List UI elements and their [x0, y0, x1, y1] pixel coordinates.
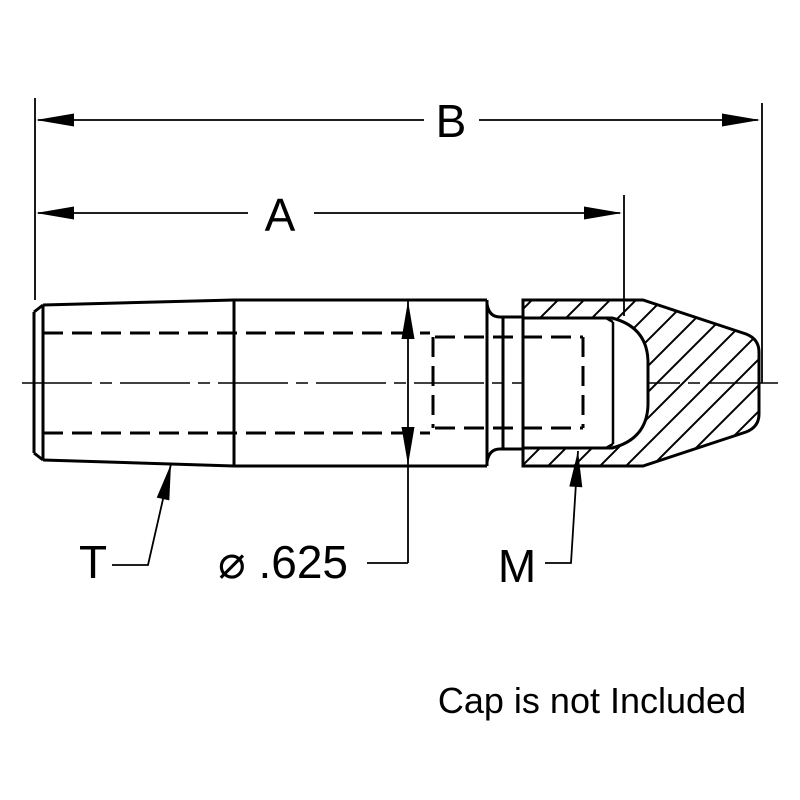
stud-end-face [605, 316, 615, 450]
dimension-a: A [36, 189, 625, 316]
leader-t: T [79, 463, 172, 588]
arrowhead-diameter-top [401, 301, 415, 339]
arrowhead-a-right [584, 206, 622, 220]
dim-label-m: M [498, 540, 536, 592]
neck-bottom [485, 447, 523, 463]
dim-label-diameter: ⌀ .625 [218, 536, 348, 588]
taper-thread-bottom [42, 458, 235, 468]
arrowhead-a-left [36, 206, 74, 220]
arrowhead-m [569, 451, 583, 488]
dim-label-t: T [79, 536, 107, 588]
leader-line-m [545, 450, 579, 564]
part-outline [32, 298, 523, 468]
cap-cavity [521, 316, 650, 450]
dimension-diameter: ⌀ .625 [218, 301, 415, 588]
dim-label-a: A [265, 189, 296, 241]
neck-top [485, 303, 523, 319]
arrowhead-t [156, 464, 171, 501]
arrowhead-b-left [36, 113, 74, 127]
arrowhead-diameter-bottom [401, 427, 415, 465]
taper-thread-top [42, 298, 235, 307]
leader-m: M [498, 450, 583, 592]
arrowhead-b-right [722, 113, 760, 127]
dimension-b: B [34, 95, 763, 383]
dim-label-b: B [436, 95, 467, 147]
hidden-bore-lines [43, 331, 585, 435]
note-cap-not-included: Cap is not Included [438, 680, 746, 721]
